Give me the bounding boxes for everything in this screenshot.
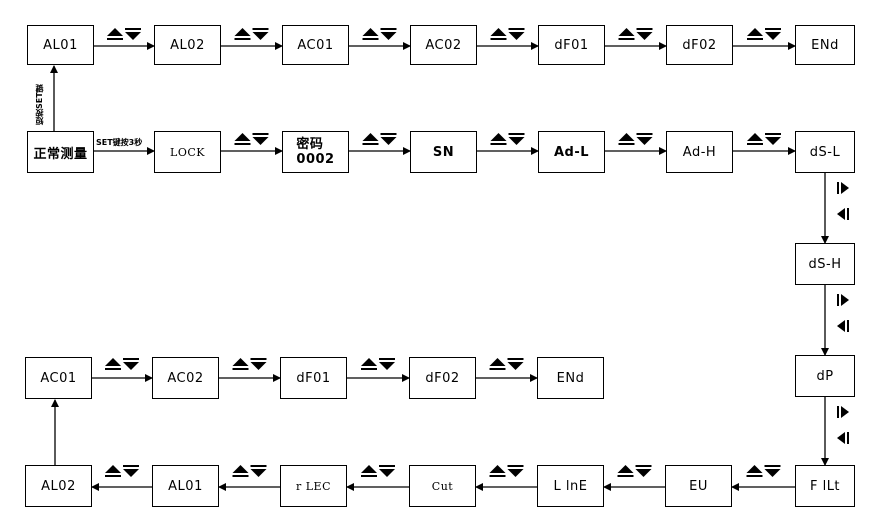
node-label: AC02 bbox=[167, 370, 204, 386]
node-label: LOCK bbox=[170, 145, 205, 159]
node-lock: LOCK bbox=[154, 131, 221, 173]
node-label: AL02 bbox=[170, 37, 205, 53]
left-right-key-icon bbox=[837, 406, 849, 444]
up-down-key-icon bbox=[617, 465, 652, 477]
node-label: L lnE bbox=[553, 478, 588, 494]
set-hold-label: SET键按3秒 bbox=[96, 138, 143, 147]
short-set-label: 短按SET键 bbox=[35, 84, 44, 125]
node-label: F lLt bbox=[809, 478, 841, 494]
up-down-key-icon bbox=[107, 28, 141, 40]
up-down-key-icon bbox=[618, 133, 653, 145]
node-label: dF02 bbox=[682, 37, 717, 53]
up-down-key-icon bbox=[490, 28, 525, 40]
node-label: 正常测量 bbox=[33, 146, 88, 162]
up-down-key-icon bbox=[362, 28, 397, 40]
node-label: Ad-H bbox=[682, 144, 717, 160]
up-down-key-icon bbox=[618, 28, 653, 40]
node-label: Cut bbox=[431, 479, 454, 493]
up-down-key-icon bbox=[361, 465, 395, 477]
node-al02-top: AL02 bbox=[154, 25, 221, 65]
node-ad-l: Ad-L bbox=[538, 131, 605, 173]
node-ac02-mid: AC02 bbox=[152, 357, 219, 399]
up-down-key-icon bbox=[234, 133, 269, 145]
up-down-key-icon bbox=[361, 358, 395, 370]
node-df02-top: dF02 bbox=[666, 25, 733, 65]
node-label: Ad-L bbox=[553, 144, 590, 160]
node-dp: dP bbox=[795, 355, 855, 397]
node-cut: Cut bbox=[409, 465, 476, 507]
icons-layer bbox=[105, 28, 849, 477]
up-down-key-icon bbox=[490, 133, 525, 145]
node-al02-bot: AL02 bbox=[25, 465, 92, 507]
node-ac01-top: AC01 bbox=[282, 25, 349, 65]
node-sn: SN bbox=[410, 131, 477, 173]
node-label: ENd bbox=[811, 37, 839, 53]
up-down-key-icon bbox=[232, 358, 267, 370]
node-label: AL01 bbox=[43, 37, 78, 53]
node-end-top: ENd bbox=[795, 25, 855, 65]
node-label: AC01 bbox=[297, 37, 334, 53]
node-al01-top: AL01 bbox=[27, 25, 94, 65]
node-df01-mid: dF01 bbox=[280, 357, 347, 399]
node-ad-h: Ad-H bbox=[666, 131, 733, 173]
node-label: r LEC bbox=[295, 479, 331, 493]
node-ds-l: dS-L bbox=[795, 131, 855, 173]
node-label: AC02 bbox=[425, 37, 462, 53]
node-ac02-top: AC02 bbox=[410, 25, 477, 65]
node-filt: F lLt bbox=[795, 465, 855, 507]
up-down-key-icon bbox=[747, 28, 781, 40]
left-right-key-icon bbox=[837, 182, 849, 220]
node-label: AC01 bbox=[40, 370, 77, 386]
up-down-key-icon bbox=[234, 28, 269, 40]
password-value: 0002 bbox=[296, 152, 335, 167]
up-down-key-icon bbox=[746, 465, 781, 477]
node-df02-mid: dF02 bbox=[409, 357, 476, 399]
node-al01-bot: AL01 bbox=[152, 465, 219, 507]
node-df01-top: dF01 bbox=[538, 25, 605, 65]
node-label: ENd bbox=[556, 370, 585, 386]
node-label: AL02 bbox=[41, 478, 76, 494]
node-ds-h: dS-H bbox=[795, 243, 855, 285]
node-label: dF02 bbox=[425, 370, 460, 386]
node-line: L lnE bbox=[537, 465, 604, 507]
node-eu: EU bbox=[665, 465, 732, 507]
node-label: dF01 bbox=[296, 370, 331, 386]
node-normal-measure: 正常测量 bbox=[27, 131, 94, 173]
up-down-key-icon bbox=[489, 358, 524, 370]
up-down-key-icon bbox=[747, 133, 781, 145]
node-label: dP bbox=[816, 368, 834, 384]
node-r-lec: r LEC bbox=[280, 465, 347, 507]
node-label: dS-H bbox=[808, 256, 842, 272]
left-right-key-icon bbox=[837, 294, 849, 332]
node-label: EU bbox=[689, 478, 708, 494]
node-label: SN bbox=[432, 144, 455, 160]
node-label: dS-L bbox=[809, 144, 841, 160]
up-down-key-icon bbox=[489, 465, 524, 477]
node-label: AL01 bbox=[168, 478, 203, 494]
node-end-mid: ENd bbox=[537, 357, 604, 399]
node-label: dF01 bbox=[554, 37, 589, 53]
node-ac01-mid: AC01 bbox=[25, 357, 92, 399]
up-down-key-icon bbox=[105, 358, 139, 370]
password-label: 密码 bbox=[296, 137, 324, 152]
up-down-key-icon bbox=[232, 465, 267, 477]
up-down-key-icon bbox=[362, 133, 397, 145]
arrows-layer bbox=[50, 42, 829, 491]
up-down-key-icon bbox=[105, 465, 139, 477]
